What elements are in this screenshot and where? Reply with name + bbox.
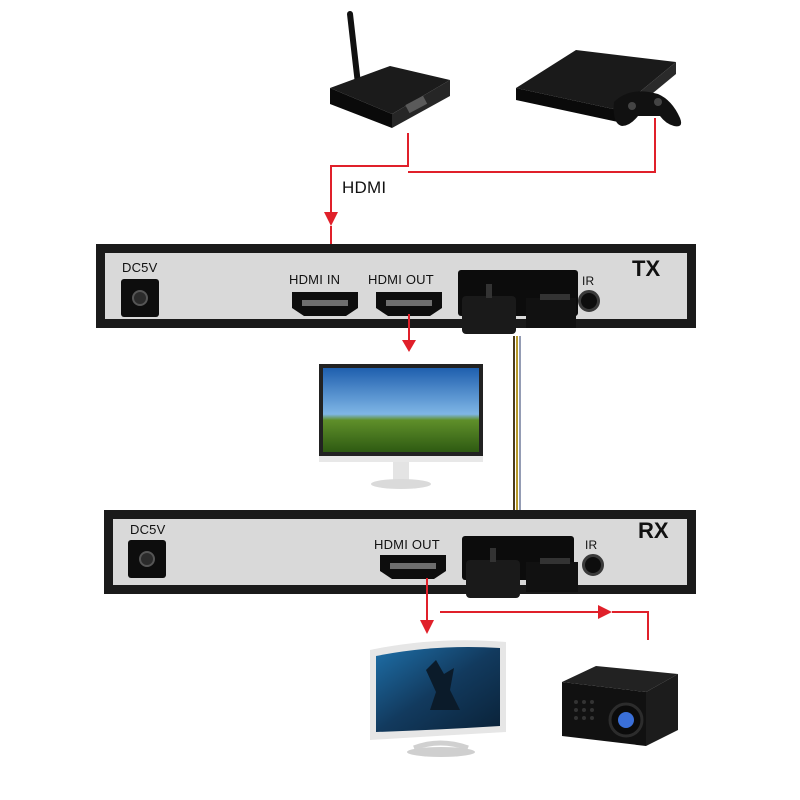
tx-hdmi-in-port bbox=[292, 292, 358, 316]
rx-hdmi-out-port bbox=[380, 555, 446, 579]
game-console-icon bbox=[516, 50, 682, 127]
rx-dc-jack bbox=[128, 540, 166, 578]
tx-dc-label: DC5V bbox=[122, 260, 158, 275]
tx-hdmi-out-label: HDMI OUT bbox=[368, 272, 434, 287]
tx-ir-label: IR bbox=[582, 274, 595, 288]
rx-title: RX bbox=[638, 518, 669, 543]
tx-rj45-connector-icon bbox=[458, 270, 578, 334]
monitor-icon bbox=[319, 364, 483, 489]
tv-box-icon bbox=[330, 11, 450, 128]
tx-hdmi-out-port bbox=[376, 292, 442, 316]
tx-title: TX bbox=[632, 256, 661, 281]
tx-ir-port bbox=[578, 290, 600, 312]
tx-hdmi-in-label: HDMI IN bbox=[289, 272, 341, 287]
hdmi-cable-label: HDMI bbox=[342, 178, 387, 197]
rx-rj45-connector-icon bbox=[462, 536, 578, 598]
rx-hdmi-out-label: HDMI OUT bbox=[374, 537, 440, 552]
network-cable bbox=[513, 336, 521, 522]
tx-dc-jack bbox=[121, 279, 159, 317]
rx-dc-label: DC5V bbox=[130, 522, 166, 537]
tx-out-arrow bbox=[402, 314, 416, 352]
projector-icon bbox=[562, 666, 678, 746]
rx-ir-label: IR bbox=[585, 538, 598, 552]
rx-ir-port bbox=[582, 554, 604, 576]
curved-monitor-icon bbox=[370, 640, 506, 757]
